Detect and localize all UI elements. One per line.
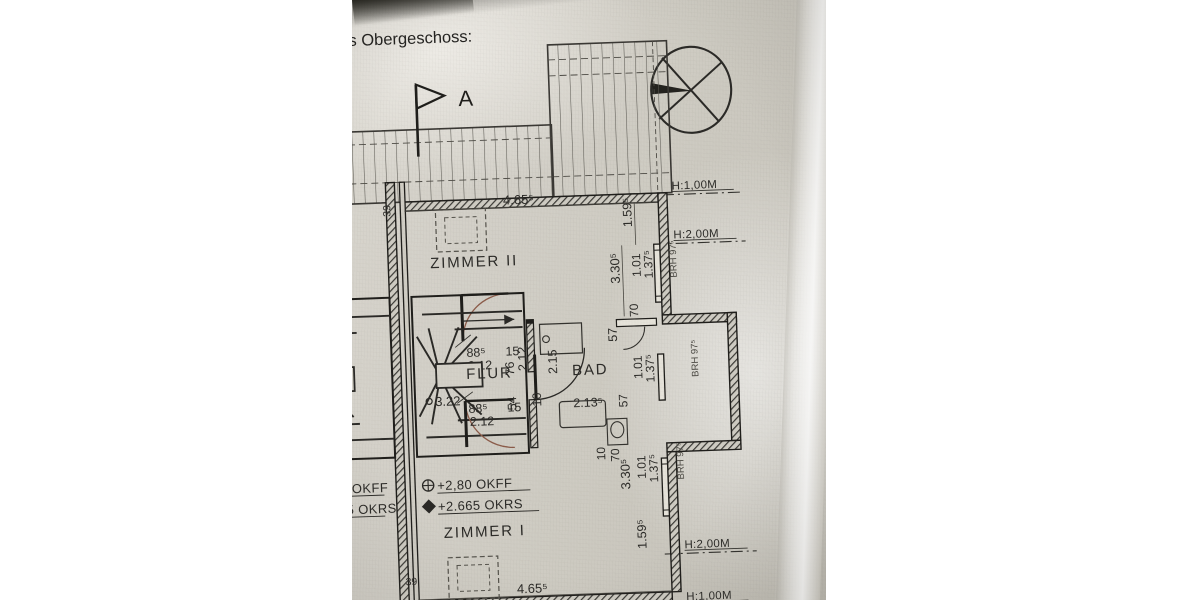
dim-door1-leaf: 15 — [505, 344, 519, 358]
level-marker-okff: +2,80 OKFF — [421, 475, 531, 494]
floor-plan-drawing: ss Obergeschoss: — [352, 0, 826, 600]
dim-zimmer2-width: 4.65⁵ — [503, 192, 534, 208]
outer-walls — [384, 181, 742, 600]
letterbox-right — [826, 0, 1200, 600]
dim-bad-brh: BRH 97⁵ — [689, 339, 701, 377]
dim-bad-side: 57 — [616, 394, 630, 408]
dim-zimmer2-right-b: 3.30⁵ — [607, 253, 623, 284]
dim-zimmer2-sill: 70 — [627, 303, 641, 317]
dim-ten: 10 — [594, 446, 608, 460]
dim-zimmer1-brh: BRH 97⁵ — [675, 442, 687, 480]
dim-zimmer1-window-width: 1.01 — [634, 455, 649, 479]
room-zimmer-1: ZIMMER I +2,80 OKFF +2.665 OKRS — [352, 442, 687, 600]
section-label-a: A — [458, 86, 474, 112]
photo-vignette — [352, 0, 826, 600]
level-label-okff: +2,80 OKFF — [437, 475, 513, 493]
sheet-header-text: ss Obergeschoss: — [352, 28, 473, 51]
dim-sill-lower: 70 — [608, 448, 622, 462]
dim-door2-height: 2.12 — [470, 414, 495, 429]
section-marker-a: A — [414, 83, 474, 157]
dim-zimmer2-window-height: 1.37⁵ — [641, 250, 656, 279]
dim-door1-width: 88⁵ — [466, 345, 486, 360]
dim-zimmer2-window-width: 1.01 — [629, 253, 644, 277]
paper-grain — [352, 0, 826, 600]
room-label-bad: BAD — [572, 361, 609, 379]
room-bad: BAD 2.13⁵ 57 — [538, 317, 701, 446]
dim-zimmer2-brh: BRH 97⁵ — [668, 240, 680, 278]
letterbox-left — [0, 0, 352, 600]
roof-overhang-top — [546, 39, 673, 198]
level-label-okrs: +2.665 OKRS — [438, 496, 523, 514]
dim-bad-small-window: 57 — [606, 328, 620, 342]
level-label-cut-okrs: 05 OKRS — [352, 501, 397, 518]
level-label-cut-okff: 5 OKFF — [352, 480, 388, 497]
height-label-2: H:2,00M — [673, 228, 719, 242]
dim-zimmer2-right-a: 1.59⁵ — [620, 197, 635, 227]
dim-wall-39-top: 39 — [381, 205, 393, 217]
dim-bad-opening: 2.13⁵ — [573, 395, 603, 410]
dim-wall-39-bottom: 39 — [405, 576, 417, 588]
dim-bad-window-width: 1.01 — [631, 355, 646, 379]
floor-plan-photograph: ss Obergeschoss: — [352, 0, 826, 600]
dim-bad-window-height: 1.37⁵ — [643, 354, 658, 383]
dim-zimmer1-window-height: 1.37⁵ — [646, 454, 661, 483]
room-label-zimmer-1: ZIMMER I — [444, 522, 526, 542]
staircase: 3.22 — [352, 291, 531, 463]
room-label-zimmer-2-text: ZIMMER II — [430, 252, 518, 272]
room-label-flur: FLUR — [466, 364, 513, 383]
dim-flur-a: 76 — [503, 361, 517, 375]
dim-flur-length: 3.22 — [435, 393, 461, 409]
height-label-1: H:1,00M — [671, 179, 717, 193]
dim-flur-e: 2.15 — [545, 349, 560, 374]
dim-flur-b: 2.12 — [515, 346, 530, 371]
height-label-3: H:2,00M — [684, 538, 730, 552]
dim-flur-d: 10 — [530, 392, 544, 406]
dim-zimmer1-width: 4.65⁵ — [517, 580, 548, 596]
dim-zimmer1-right-b: 1.59⁵ — [635, 519, 650, 549]
height-line-group: H:1,00M H:2,00M H:2,00M H:1,00M — [653, 179, 757, 600]
dim-door2-width: 88⁵ — [468, 401, 488, 416]
room-flur: FLUR 76 2.12 54 10 2.15 — [456, 318, 585, 449]
level-marker-okrs: +2.665 OKRS — [421, 496, 540, 515]
dim-zimmer1-right-a: 3.30⁵ — [617, 458, 633, 489]
dim-door2-leaf: 15 — [507, 400, 521, 414]
height-label-4: H:1,00M — [686, 590, 732, 600]
